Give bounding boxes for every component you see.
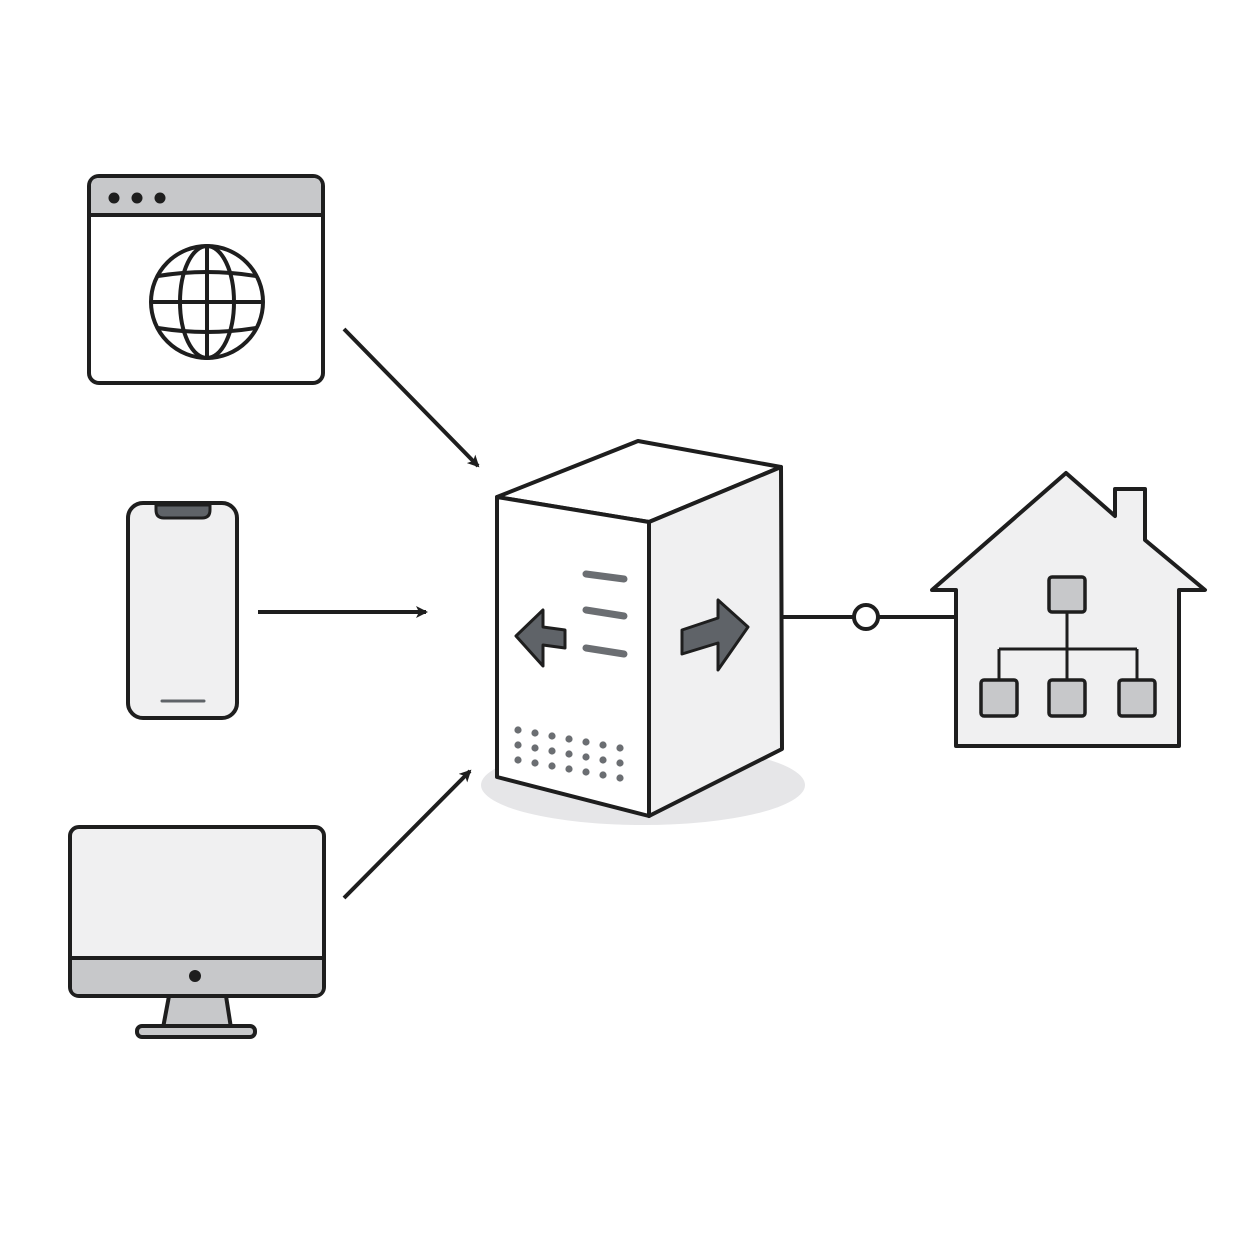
- server-inbound-arrow-icon: [514, 608, 567, 668]
- connector-desktop-to-server: [342, 769, 472, 900]
- monitor-screen: [68, 825, 326, 998]
- monitor-power-dot: [189, 970, 201, 982]
- arrow-desktop-to-server: [342, 769, 472, 900]
- network-child-node-1: [979, 678, 1019, 718]
- arrow-browser-to-server: [342, 327, 480, 468]
- browser-title-bar: [91, 178, 321, 214]
- monitor-base: [135, 1024, 257, 1039]
- server-vent-grille: [514, 726, 624, 782]
- house-network-icon: [930, 471, 1207, 748]
- browser-dot-3: [154, 192, 166, 204]
- connector-browser-to-server: [342, 327, 480, 468]
- network-child-node-3: [1117, 678, 1157, 718]
- phone-body: [126, 501, 239, 720]
- smartphone-icon: [126, 501, 239, 720]
- monitor-neck: [161, 994, 233, 1030]
- desktop-monitor-icon: [68, 825, 326, 1039]
- browser-dot-2: [131, 192, 143, 204]
- globe-icon: [149, 244, 265, 360]
- phone-notch: [154, 503, 212, 520]
- server-status-bars: [582, 570, 628, 658]
- network-child-node-2: [1047, 678, 1087, 718]
- link-junction-node: [852, 603, 880, 631]
- network-root-node: [1047, 575, 1087, 614]
- network-tree-lines: [997, 612, 1139, 680]
- server-tower-icon: [481, 439, 805, 825]
- server-outbound-arrow-icon: [680, 598, 750, 672]
- browser-dot-1: [108, 192, 120, 204]
- connector-server-to-home: [782, 603, 956, 631]
- browser-globe-icon: [87, 174, 325, 385]
